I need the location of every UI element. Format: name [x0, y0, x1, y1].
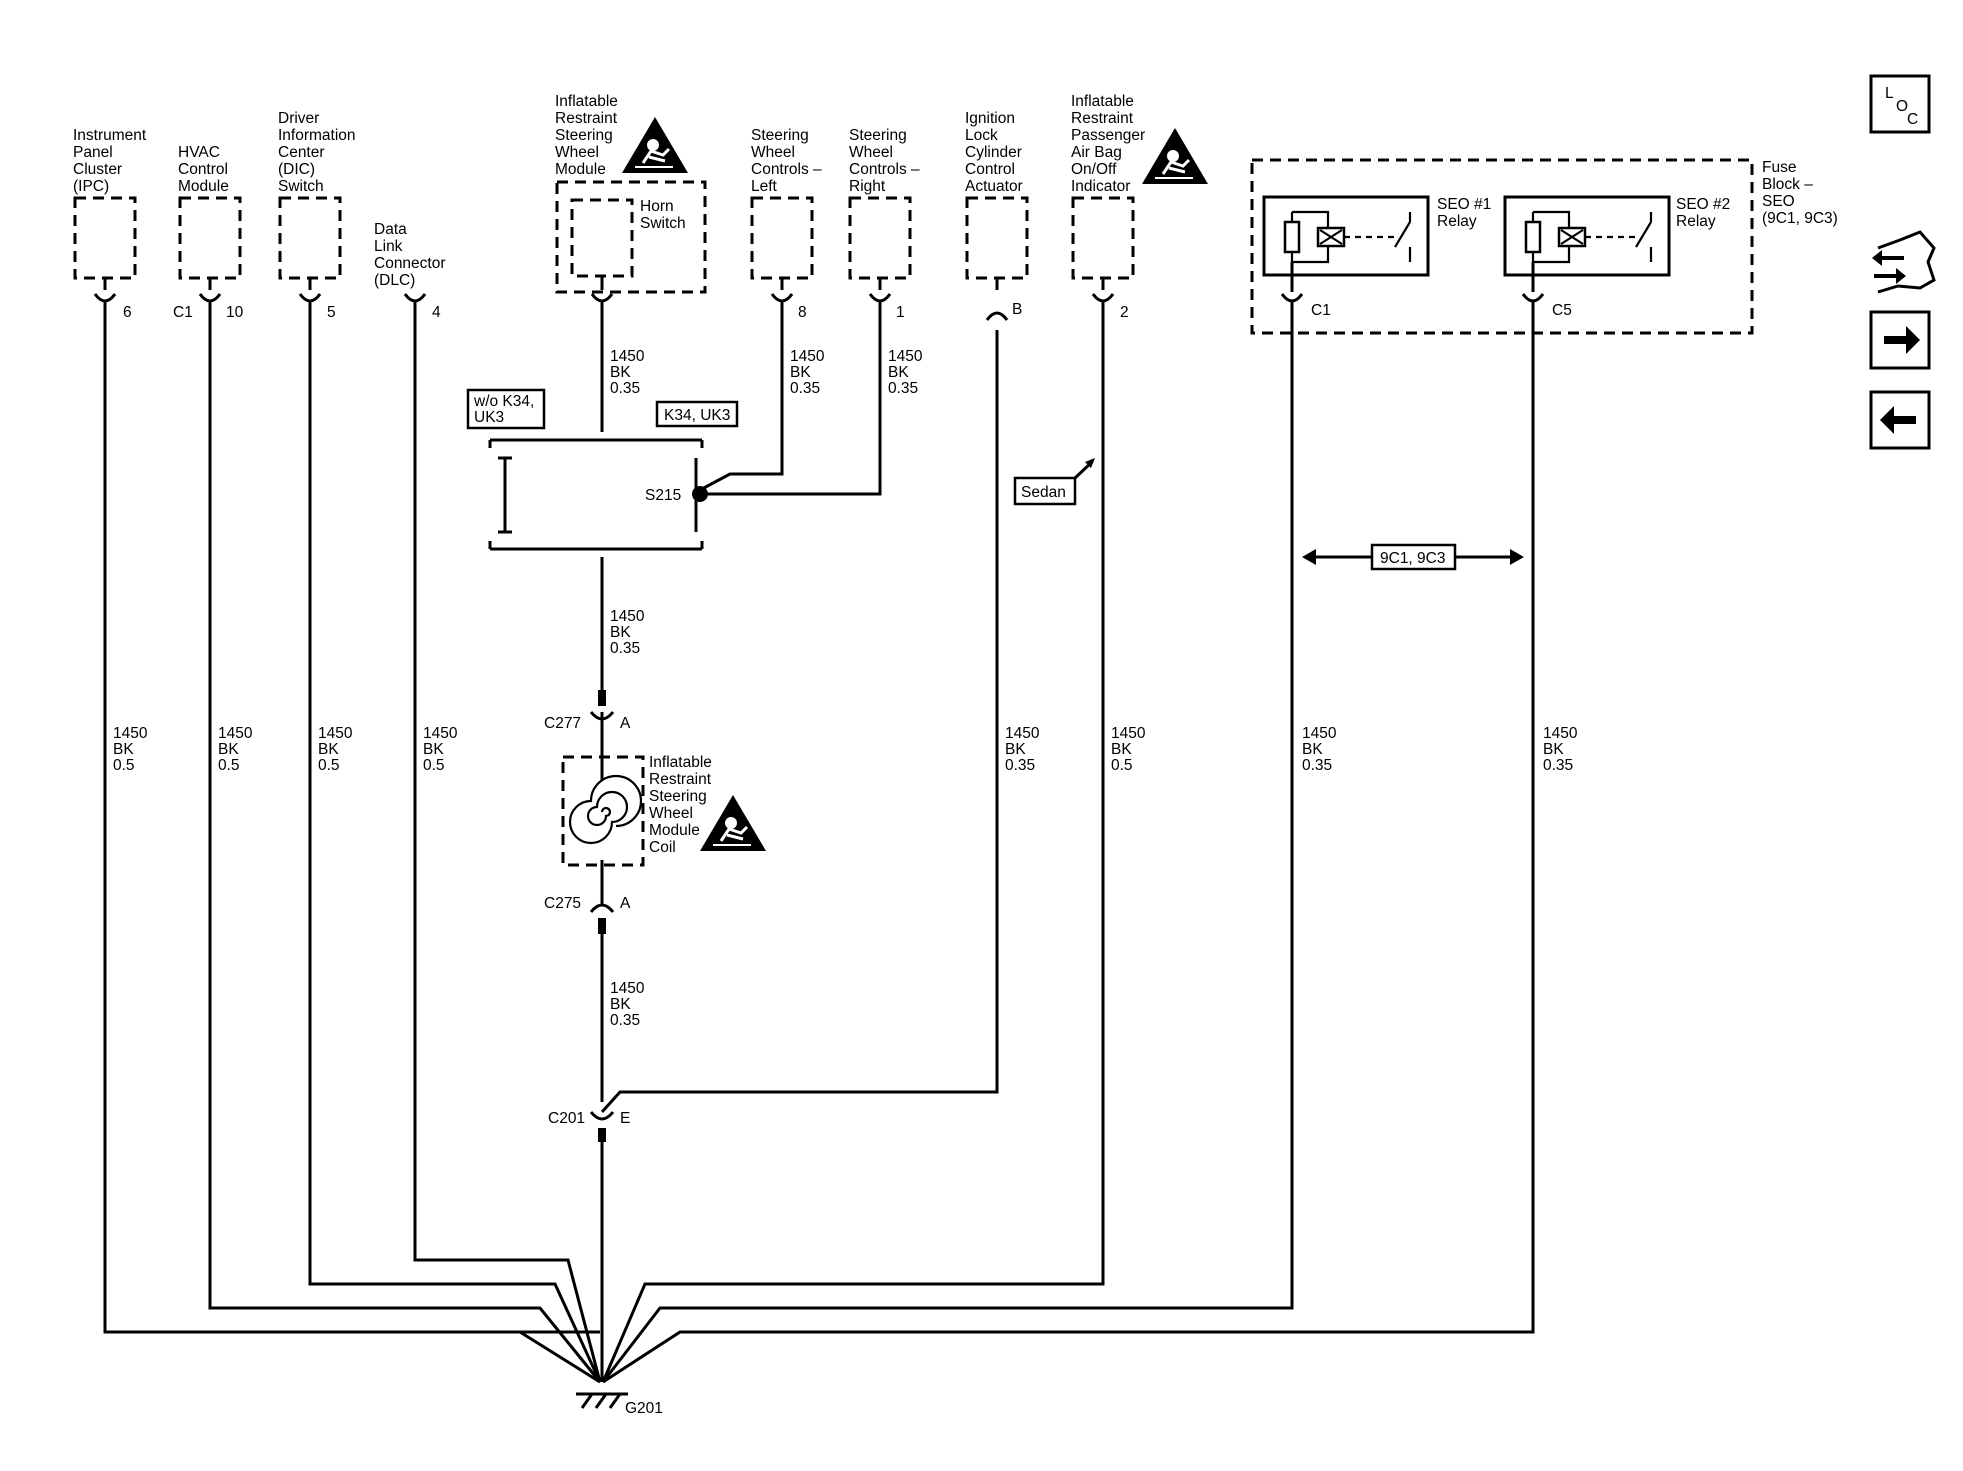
- option-without-tag: w/o K34,UK3: [466, 388, 546, 430]
- horn-switch-label: Horn Switch: [640, 198, 686, 232]
- option-sedan-tag: Sedan: [1013, 458, 1095, 506]
- airbag-warning-icon: [620, 115, 690, 175]
- wires: [103, 302, 1535, 1384]
- dic-box: [278, 196, 342, 280]
- sw-module-box: [555, 180, 707, 294]
- ground-g201: [576, 1392, 628, 1409]
- relay-1-label: SEO #1 Relay: [1437, 196, 1496, 230]
- svg-text:9C1, 9C3: 9C1, 9C3: [1380, 550, 1445, 567]
- relay-2-label: SEO #2 Relay: [1676, 196, 1735, 230]
- svg-text:w/o K34,UK3: w/o K34,UK3: [473, 393, 534, 426]
- splice-s215: [692, 486, 708, 502]
- fuse-block-box: [1250, 158, 1754, 335]
- relay-2: [1503, 195, 1671, 292]
- pin-hvac-conn: C1: [173, 304, 193, 321]
- connector-c277-label: C277: [544, 715, 581, 732]
- coil-component: [561, 755, 645, 867]
- svg-text:C: C: [1907, 111, 1918, 128]
- ipc-label: Instrument Panel Cluster (IPC): [73, 127, 151, 195]
- coil-label: Inflatable Restraint Steering Wheel Modu…: [649, 754, 716, 856]
- svg-text:K34, UK3: K34, UK3: [664, 407, 730, 424]
- next-page-button[interactable]: [1869, 310, 1931, 370]
- dic-label: Driver Information Center (DIC) Switch: [278, 110, 360, 195]
- pin-connectors: [93, 276, 1545, 322]
- ground-g201-label: G201: [625, 1400, 663, 1417]
- connector-view-icon[interactable]: [1872, 230, 1936, 294]
- swc-left-label: Steering Wheel Controls – Left: [751, 127, 826, 195]
- connector-c277: [589, 690, 615, 721]
- splice-s215-label: S215: [645, 487, 681, 504]
- pin-pass-airbag: 2: [1120, 304, 1129, 321]
- connector-c201-pin: E: [620, 1110, 630, 1127]
- connector-c201: [589, 1111, 615, 1142]
- previous-page-button[interactable]: [1869, 390, 1931, 450]
- dlc-label: Data Link Connector (DLC): [374, 221, 450, 289]
- connector-c277-pin: A: [620, 715, 631, 732]
- connector-c201-label: C201: [548, 1110, 585, 1127]
- pin-ignition: B: [1012, 301, 1022, 318]
- pin-relay1: C1: [1311, 302, 1331, 319]
- swc-right-box: [848, 196, 912, 280]
- pin-swc-left: 8: [798, 304, 807, 321]
- location-button[interactable]: L O C: [1869, 74, 1931, 134]
- swc-left-box: [750, 196, 814, 280]
- airbag-warning-icon: [1140, 126, 1210, 186]
- ignition-label: Ignition Lock Cylinder Control Actuator: [965, 110, 1026, 195]
- fuse-block-label: Fuse Block – SEO (9C1, 9C3): [1762, 159, 1838, 227]
- swc-right-label: Steering Wheel Controls – Right: [849, 127, 924, 195]
- pin-swc-right: 1: [896, 304, 905, 321]
- pin-relay2: C5: [1552, 302, 1572, 319]
- hvac-label: HVAC Control Module: [178, 144, 232, 195]
- pass-airbag-box: [1071, 196, 1135, 280]
- seo-option-arrow: 9C1, 9C3: [1302, 543, 1524, 571]
- pin-hvac: 10: [226, 304, 244, 321]
- pass-airbag-label: Inflatable Restraint Passenger Air Bag O…: [1071, 93, 1149, 195]
- ipc-box: [73, 196, 137, 280]
- hvac-box: [178, 196, 242, 280]
- pin-dlc: 4: [432, 304, 441, 321]
- pin-ipc: 6: [123, 304, 132, 321]
- option-with-tag: K34, UK3: [655, 400, 739, 428]
- horn-switch-box: [570, 198, 634, 278]
- pin-dic: 5: [327, 304, 336, 321]
- ignition-box: [965, 196, 1029, 280]
- svg-text:L: L: [1885, 85, 1894, 102]
- connector-c275-label: C275: [544, 895, 581, 912]
- relay-1: [1262, 195, 1430, 292]
- svg-text:O: O: [1896, 98, 1908, 115]
- connector-c275: [589, 903, 615, 934]
- connector-c275-pin: A: [620, 895, 631, 912]
- sw-module-label: Inflatable Restraint Steering Wheel Modu…: [555, 93, 622, 178]
- svg-text:Sedan: Sedan: [1021, 484, 1066, 501]
